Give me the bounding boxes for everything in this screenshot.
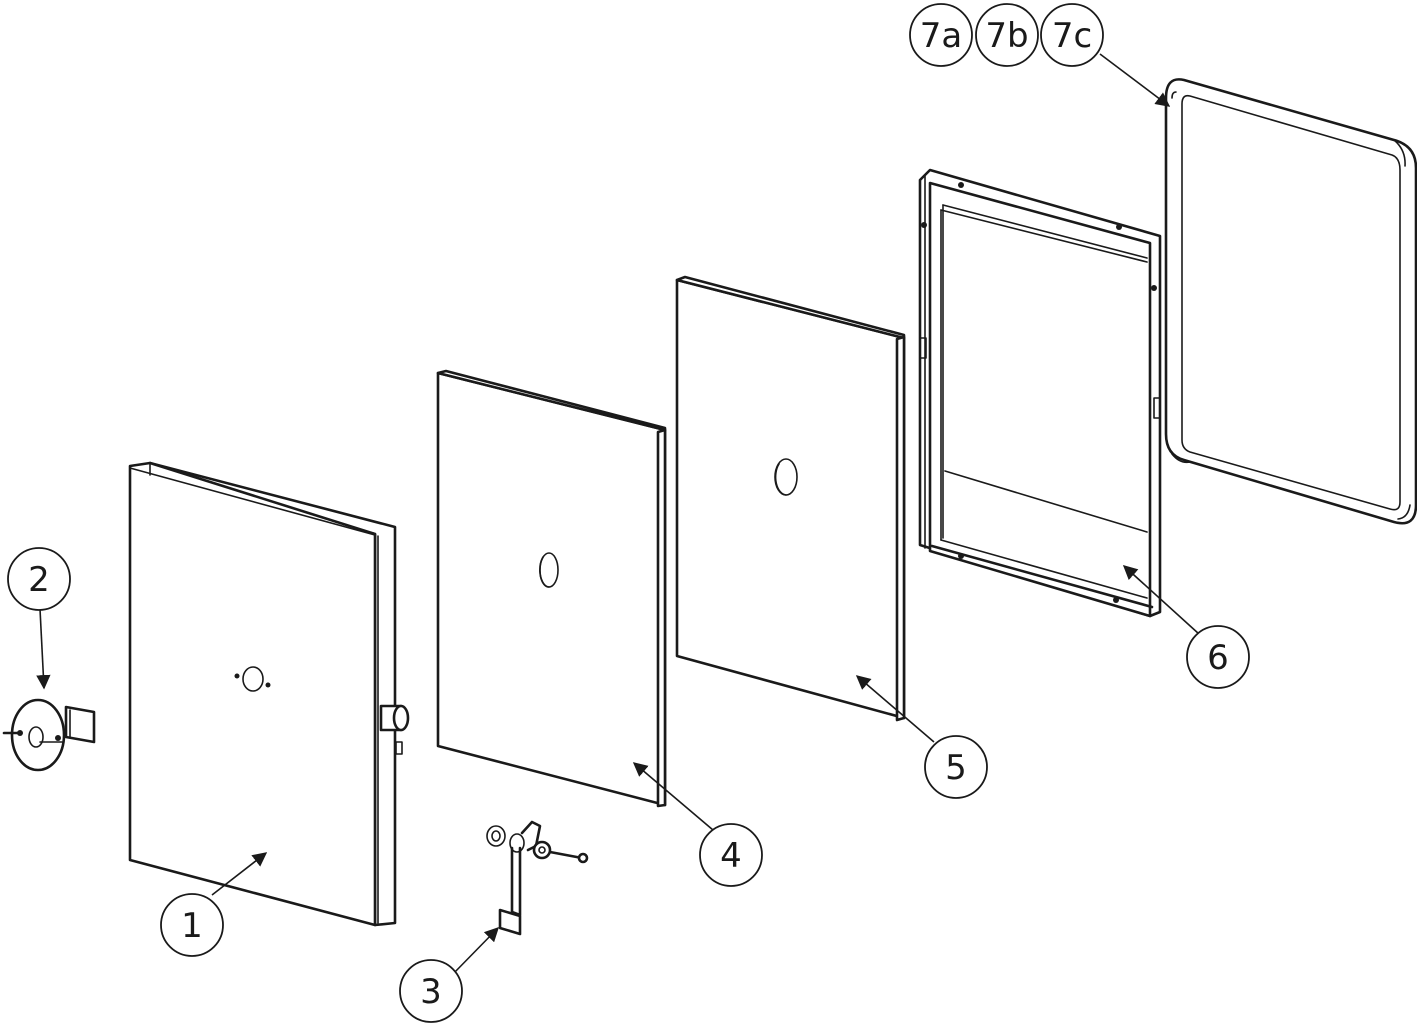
knob-icon [379, 704, 410, 755]
part-7-snap-frame [1164, 78, 1417, 525]
callout-label: 4 [720, 836, 742, 876]
callout-label: 7b [985, 16, 1028, 56]
part-6-window-frame [918, 168, 1162, 618]
part-5-panel [675, 275, 906, 722]
callout-7b: 7b [975, 3, 1039, 67]
callout-label: 2 [28, 560, 50, 600]
callout-label: 1 [181, 906, 203, 946]
callout-label: 7a [920, 16, 962, 56]
part-4-panel [436, 369, 667, 808]
callout-4: 4 [699, 823, 763, 887]
callout-7c: 7c [1040, 3, 1104, 67]
callout-5: 5 [924, 735, 988, 799]
callout-7a: 7a [909, 3, 973, 67]
callout-3: 3 [399, 959, 463, 1023]
hole-icon [242, 666, 264, 692]
callout-label: 5 [945, 748, 967, 788]
part-3-latch-bracket [486, 820, 589, 936]
callout-label: 6 [1207, 638, 1229, 678]
callout-6: 6 [1186, 625, 1250, 689]
callout-label: 3 [420, 972, 442, 1012]
callout-label: 7c [1052, 16, 1092, 56]
callout-1: 1 [160, 893, 224, 957]
part-2-lock-cylinder [2, 698, 96, 772]
part-1-front-panel [128, 461, 410, 927]
leader-lines [36, 53, 1200, 976]
callout-2: 2 [7, 547, 71, 611]
